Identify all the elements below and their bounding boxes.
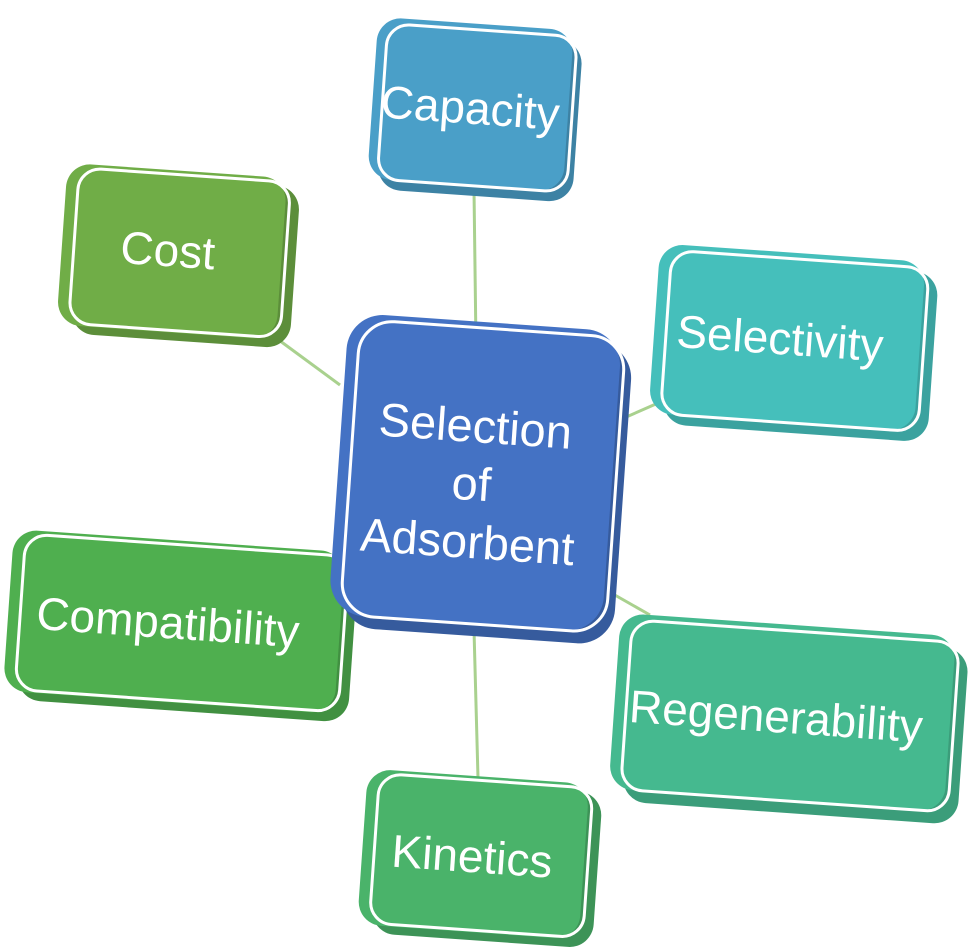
- node-cost-label: Cost: [119, 221, 217, 279]
- node-compatibility: Compatibility: [4, 530, 358, 722]
- connector-cost: [271, 333, 341, 387]
- node-selectivity-rim: [660, 250, 930, 432]
- node-compatibility-rim: [14, 533, 350, 713]
- node-kinetics: Kinetics: [358, 770, 602, 947]
- center-node-rim: [340, 320, 626, 633]
- center-node-line-2: of: [450, 456, 494, 512]
- node-selectivity: Selectivity: [650, 245, 938, 441]
- node-cost-rim: [68, 167, 291, 339]
- node-selectivity-face: [650, 245, 925, 430]
- node-kinetics-label: Kinetics: [390, 825, 554, 888]
- node-kinetics-face: [358, 770, 588, 939]
- node-regenerability: Regenerability: [610, 614, 968, 824]
- node-kinetics-rim: [369, 773, 594, 938]
- node-capacity: Capacity: [368, 18, 582, 202]
- node-capacity-rim: [377, 23, 578, 193]
- node-capacity-face: [368, 18, 573, 191]
- center-node: Selection of Adsorbent: [330, 315, 632, 644]
- connector-capacity: [472, 189, 478, 346]
- center-node-face: [330, 315, 620, 631]
- connector-kinetics: [472, 629, 480, 779]
- node-cost-face: [58, 164, 286, 339]
- node-capacity-label: Capacity: [379, 75, 561, 139]
- node-regenerability-face: [610, 614, 955, 811]
- node-cost: Cost: [58, 164, 299, 348]
- node-compatibility-face: [4, 530, 344, 713]
- node-regenerability-rim: [620, 619, 960, 813]
